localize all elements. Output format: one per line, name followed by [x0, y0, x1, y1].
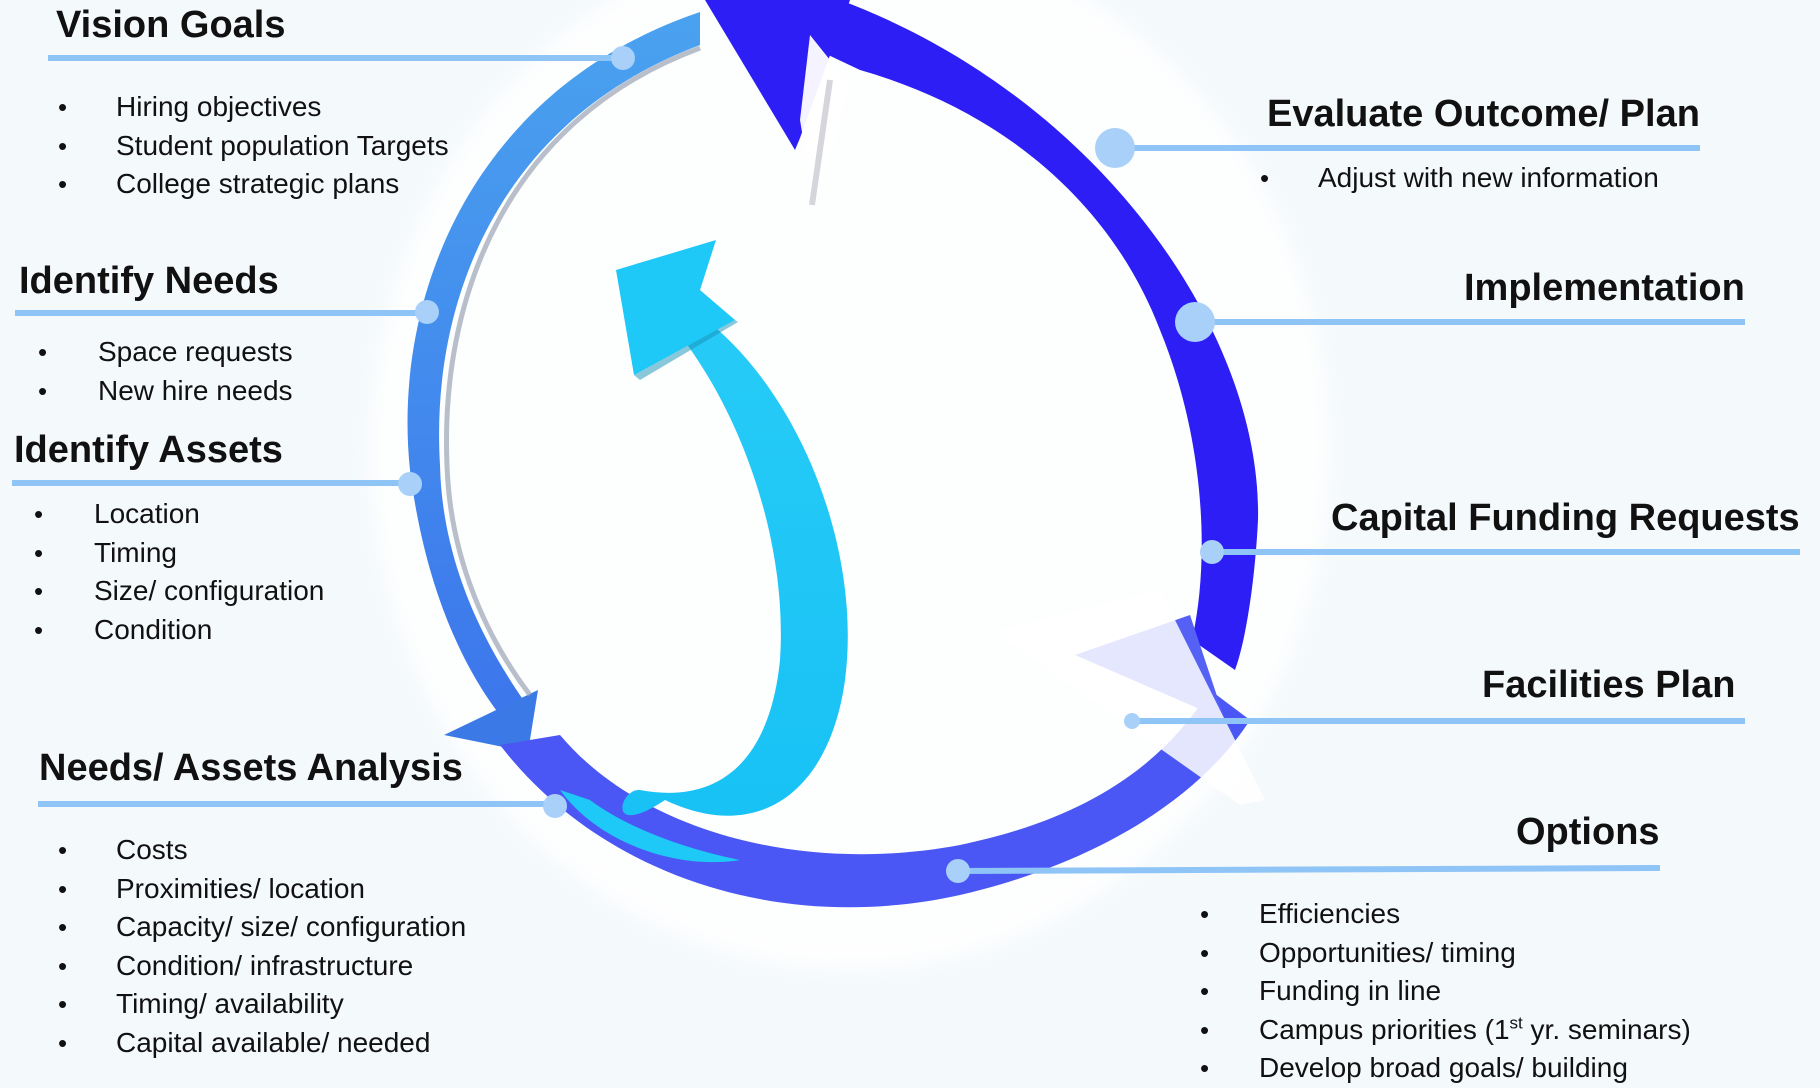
cyan-arrow-body [622, 315, 848, 816]
leader-dots [398, 46, 1224, 883]
dark-arc-shade [809, 79, 833, 206]
list-item: •Develop broad goals/ building [1200, 1052, 1628, 1083]
list-item: •Costs [58, 834, 188, 865]
options-list: •Efficiencies •Opportunities/ timing •Fu… [1200, 895, 1691, 1088]
list-item: •Condition/ infrastructure [58, 949, 414, 981]
vision-goals-list: •Hiring objectives •Student population T… [58, 88, 449, 204]
list-item: •Campus priorities (1st yr. seminars) [1200, 1013, 1691, 1045]
list-item: •Timing/ availability [58, 988, 344, 1019]
dot-evaluate [1095, 128, 1135, 168]
medium-arrow-white-tail [995, 590, 1265, 805]
cyan-arrow-tail [560, 790, 740, 863]
implementation-title: Implementation [1464, 267, 1745, 309]
leader-options [957, 865, 1661, 874]
light-blue-arrowhead [444, 690, 538, 752]
list-item: •Location [34, 498, 200, 529]
list-item: •Space requests [38, 336, 293, 367]
dot-capital [1200, 540, 1224, 564]
dot-identify-assets [398, 472, 422, 496]
dot-vision-goals [611, 46, 635, 70]
light-arc-shade [444, 45, 701, 697]
evaluate-outcome-title: Evaluate Outcome/ Plan [1267, 93, 1700, 135]
dark-blue-arc [712, 0, 1259, 670]
identify-needs-list: •Space requests •New hire needs [38, 333, 293, 410]
list-item: •Opportunities/ timing [1200, 936, 1516, 968]
identify-needs-title: Identify Needs [19, 260, 279, 302]
vision-goals-title: Vision Goals [56, 4, 286, 46]
list-item: •Hiring objectives [58, 91, 322, 122]
identify-assets-title: Identify Assets [14, 429, 283, 471]
dot-identify-needs [415, 300, 439, 324]
list-item: •Size/ configuration [34, 575, 325, 606]
list-item: •Condition [34, 613, 213, 645]
list-item: •Adjust with new information [1260, 162, 1659, 193]
list-item: •Funding in line [1200, 975, 1442, 1006]
light-blue-arc [407, 12, 700, 715]
dot-needs-assets [543, 794, 567, 818]
list-item: •Student population Targets [58, 129, 449, 161]
identify-assets-list: •Location •Timing •Size/ configuration •… [34, 495, 324, 649]
capital-funding-title: Capital Funding Requests [1331, 497, 1800, 539]
cyan-arrowhead-shade [634, 320, 738, 380]
dark-blue-arrowhead [705, 0, 850, 150]
needs-assets-list: •Costs •Proximities/ location •Capacity/… [58, 831, 466, 1062]
dot-implementation [1175, 302, 1215, 342]
list-item: •Timing [34, 536, 177, 568]
list-item: •Capacity/ size/ configuration [58, 911, 467, 942]
list-item: •New hire needs [38, 374, 293, 406]
evaluate-outcome-list: •Adjust with new information [1260, 159, 1659, 198]
needs-assets-title: Needs/ Assets Analysis [39, 747, 463, 789]
dot-options [946, 859, 970, 883]
ring-glow [370, 0, 1330, 970]
list-item: •Capital available/ needed [58, 1026, 431, 1058]
options-title: Options [1516, 811, 1660, 853]
dot-facilities [1124, 713, 1140, 729]
list-item: •College strategic plans [58, 168, 400, 199]
list-item: •Proximities/ location [58, 872, 365, 904]
list-item: •Efficiencies [1200, 898, 1401, 929]
leader-lines [12, 55, 1800, 874]
cyan-arrowhead [616, 240, 735, 375]
facilities-plan-title: Facilities Plan [1482, 664, 1736, 706]
